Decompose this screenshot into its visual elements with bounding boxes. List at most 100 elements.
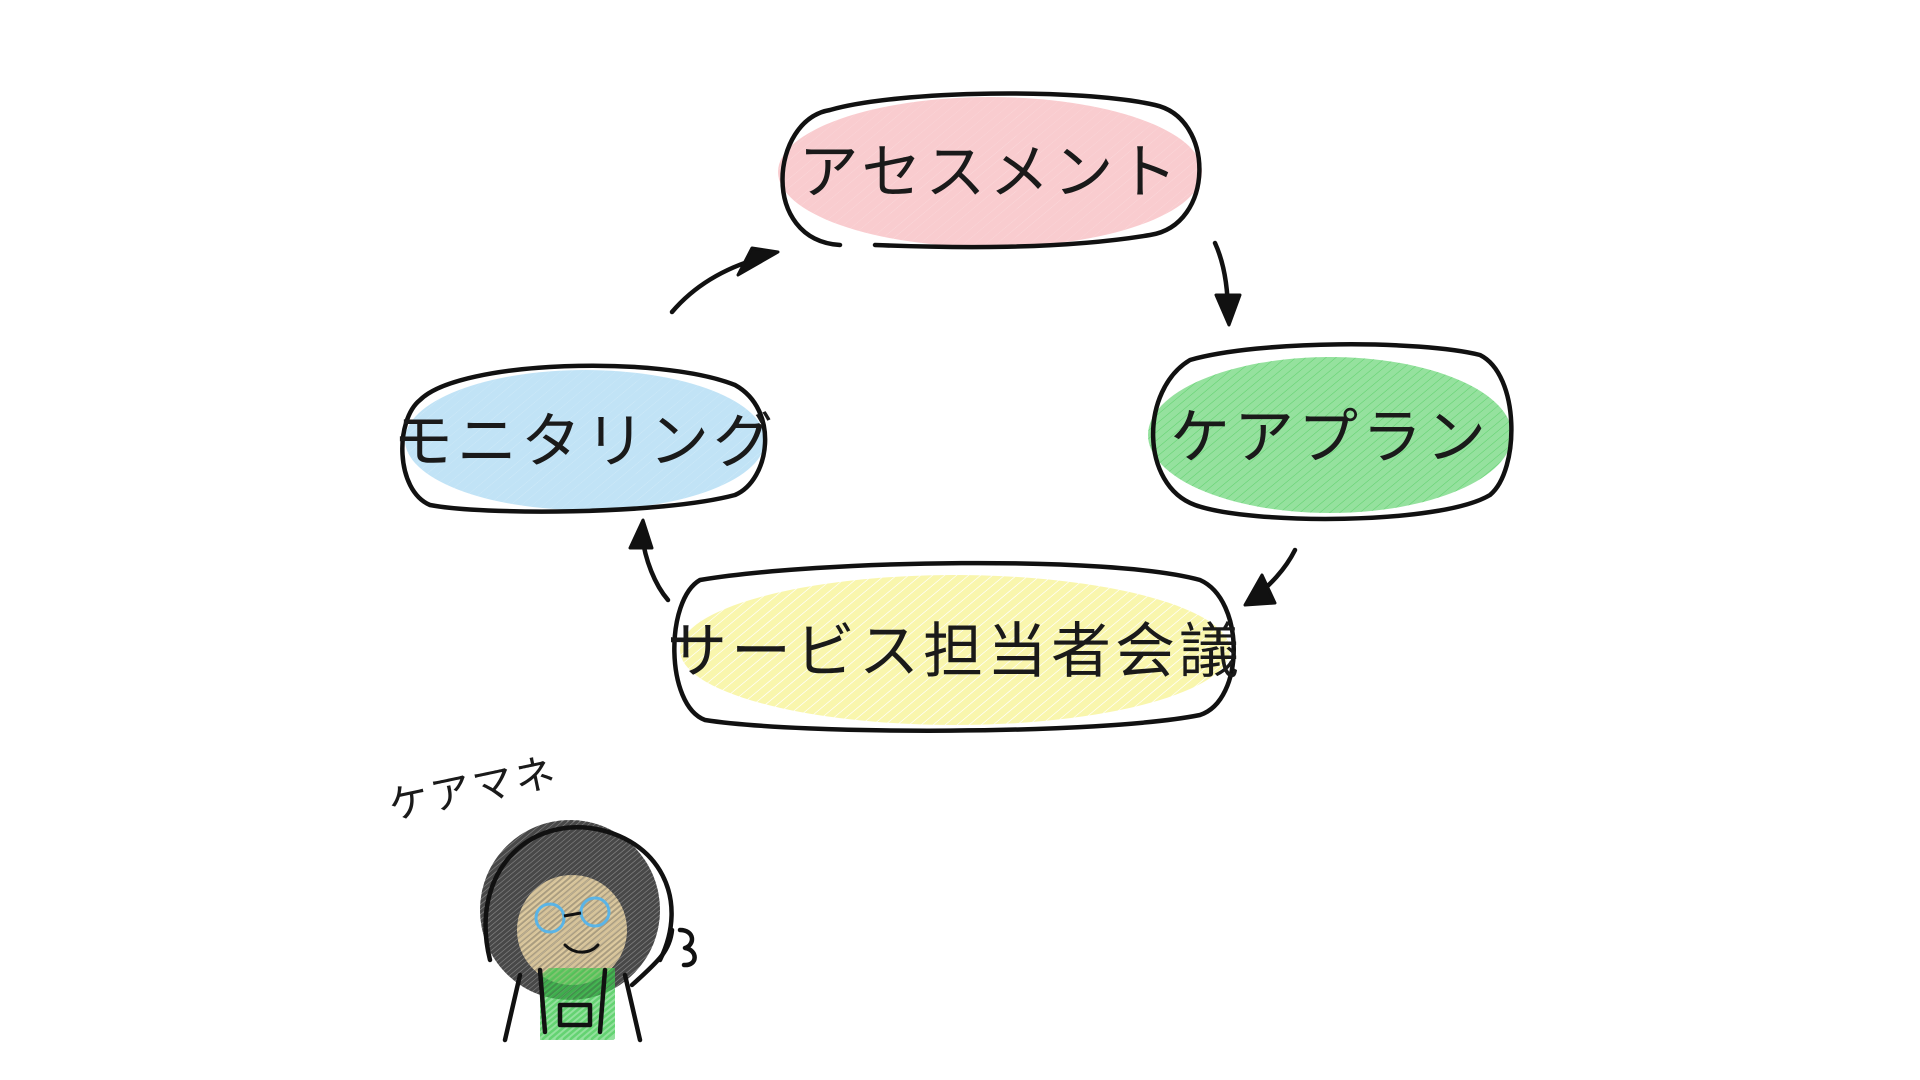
arrow-monitoring-to-assessment <box>669 246 780 315</box>
character-face-hatch-stroke <box>517 875 577 985</box>
node-assessment-hatch-stroke <box>778 97 894 247</box>
node-assessment-hatch-stroke <box>892 97 1092 247</box>
node-monitoring-hatch-stroke <box>423 370 617 510</box>
node-assessment-hatch-stroke <box>936 97 1136 247</box>
node-assessment-hatch-stroke <box>1057 97 1202 247</box>
character-hair-hatch-stroke <box>480 820 610 1000</box>
character-hair-hatch-stroke <box>480 820 574 1000</box>
node-assessment-hatch-stroke <box>1189 97 1202 247</box>
node-service-meeting-hatch-stroke <box>680 575 841 725</box>
node-service-meeting-hatch-stroke <box>851 575 1069 725</box>
node-service-meeting-label: サービス担当者会議 <box>667 617 1243 687</box>
node-monitoring-hatch-stroke <box>779 360 965 515</box>
node-monitoring-hatch-stroke <box>676 370 765 510</box>
node-assessment-hatch-stroke <box>778 97 806 247</box>
node-monitoring-hatch-stroke <box>753 370 765 510</box>
node-care-plan-hatch-stroke <box>1386 357 1512 513</box>
node-service-meeting: サービス担当者会議 <box>667 560 1243 733</box>
character-shirt-hatch-stroke <box>540 968 572 997</box>
character-shirt-hatch-stroke <box>540 968 600 1020</box>
character-hair-hatch-stroke <box>480 820 628 1000</box>
character-shirt-hatch-stroke <box>548 982 615 1040</box>
node-assessment-hatch-stroke <box>1200 97 1202 247</box>
character-glasses-right <box>579 896 611 928</box>
node-monitoring-hatch-stroke <box>456 370 650 510</box>
character-shirt-hatch-stroke <box>576 1006 615 1040</box>
node-care-plan-hatch-stroke <box>1486 357 1512 513</box>
care-manager-character <box>480 820 894 1043</box>
node-care-plan-hatch-stroke <box>1256 357 1480 513</box>
node-monitoring-hatch-stroke <box>621 370 765 510</box>
node-care-plan-outline <box>1150 342 1514 522</box>
node-service-meeting-hatch-stroke <box>827 575 1045 725</box>
character-hair-hatch-stroke <box>480 820 616 1000</box>
node-assessment-hatch-stroke <box>958 97 1158 247</box>
character-raised-hand <box>629 927 697 988</box>
node-service-meeting-hatch-stroke <box>923 575 1141 725</box>
character-face-hatch-stroke <box>517 875 612 985</box>
node-care-plan-hatch-stroke <box>1336 357 1512 513</box>
character-hair-hatch-stroke <box>650 820 660 1000</box>
character-shirt-hatch-stroke <box>540 968 586 1008</box>
node-care-plan-hatch-stroke <box>1226 357 1450 513</box>
node-care-plan-hatch-stroke <box>1148 357 1310 513</box>
character-shirt-hatch-stroke <box>590 1017 615 1040</box>
node-assessment-hatch-stroke <box>1178 97 1202 247</box>
node-monitoring-hatch-stroke <box>522 370 716 510</box>
node-assessment-hatch-stroke <box>1046 97 1202 247</box>
node-care-plan-hatch-stroke <box>1506 357 1512 513</box>
node-care-plan-hatch-stroke <box>1148 357 1260 513</box>
node-care-plan-hatch-stroke <box>1148 357 1280 513</box>
character-hair-hatch-stroke <box>480 820 622 1000</box>
node-assessment-hatch-stroke <box>848 97 1048 247</box>
node-assessment-hatch-stroke <box>815 97 1015 247</box>
node-service-meeting-hatch-stroke <box>815 575 1033 725</box>
node-assessment-hatch-stroke <box>837 97 1037 247</box>
arrow-assessment-to-care-plan <box>1212 240 1242 327</box>
node-assessment-hatch-stroke <box>969 97 1169 247</box>
node-care-plan-hatch-stroke <box>1206 357 1430 513</box>
node-monitoring-hatch-stroke <box>467 370 661 510</box>
node-monitoring-hatch-stroke <box>405 370 540 510</box>
character-shirt-hatch-stroke <box>540 968 565 991</box>
node-service-meeting-hatch-stroke <box>1055 575 1230 725</box>
character-hair-hatch-stroke <box>578 820 660 1000</box>
node-care-plan-hatch-stroke <box>1356 357 1512 513</box>
character-hair-hatch-stroke <box>480 820 550 1000</box>
character-hair-hatch-stroke <box>480 820 544 1000</box>
node-service-meeting-hatch-stroke <box>887 575 1105 725</box>
character-hair-hatch-stroke <box>596 820 660 1000</box>
node-assessment-hatch-stroke <box>826 97 1026 247</box>
node-service-meeting-hatch-stroke <box>803 575 1021 725</box>
character-face-hatch-stroke <box>517 875 627 985</box>
character-body-outline <box>502 967 643 1043</box>
node-monitoring-hatch-stroke <box>654 370 765 510</box>
node-care-plan-hatch-stroke <box>1148 357 1300 513</box>
character-hair-hatch-stroke <box>666 820 882 1000</box>
node-care-plan-hatch-stroke <box>1148 357 1180 513</box>
node-monitoring-hatch-stroke <box>764 370 765 510</box>
node-assessment: アセスメント <box>778 91 1202 250</box>
arrow-care-plan-to-service-meeting <box>1243 547 1298 607</box>
character-head-outline <box>483 825 674 963</box>
character-hair-hatch-stroke <box>678 820 894 1000</box>
character-face-hatch-stroke <box>517 875 598 985</box>
node-assessment-hatch-stroke <box>925 97 1125 247</box>
node-service-meeting-hatch-stroke <box>839 575 1057 725</box>
character-shirt-hatch-stroke <box>562 994 615 1040</box>
character-face-hatch-stroke <box>517 875 605 985</box>
character-hair-hatch-stroke <box>584 820 660 1000</box>
node-assessment-outline <box>780 91 1202 250</box>
node-monitoring-hatch-stroke <box>665 370 765 510</box>
character-hair-hatch-stroke <box>638 820 660 1000</box>
node-service-meeting-hatch-stroke <box>680 575 853 725</box>
node-monitoring-hatch-stroke <box>643 370 765 510</box>
node-monitoring-hatch-stroke <box>500 370 694 510</box>
node-care-plan-hatch-stroke <box>1196 357 1420 513</box>
arrow-service-meeting-to-monitoring-head <box>628 518 654 550</box>
node-service-meeting-hatch-stroke <box>779 575 997 725</box>
node-monitoring-hatch-stroke <box>445 370 639 510</box>
node-service-meeting-hatch-stroke <box>899 575 1117 725</box>
node-assessment-hatch-stroke <box>778 97 905 247</box>
